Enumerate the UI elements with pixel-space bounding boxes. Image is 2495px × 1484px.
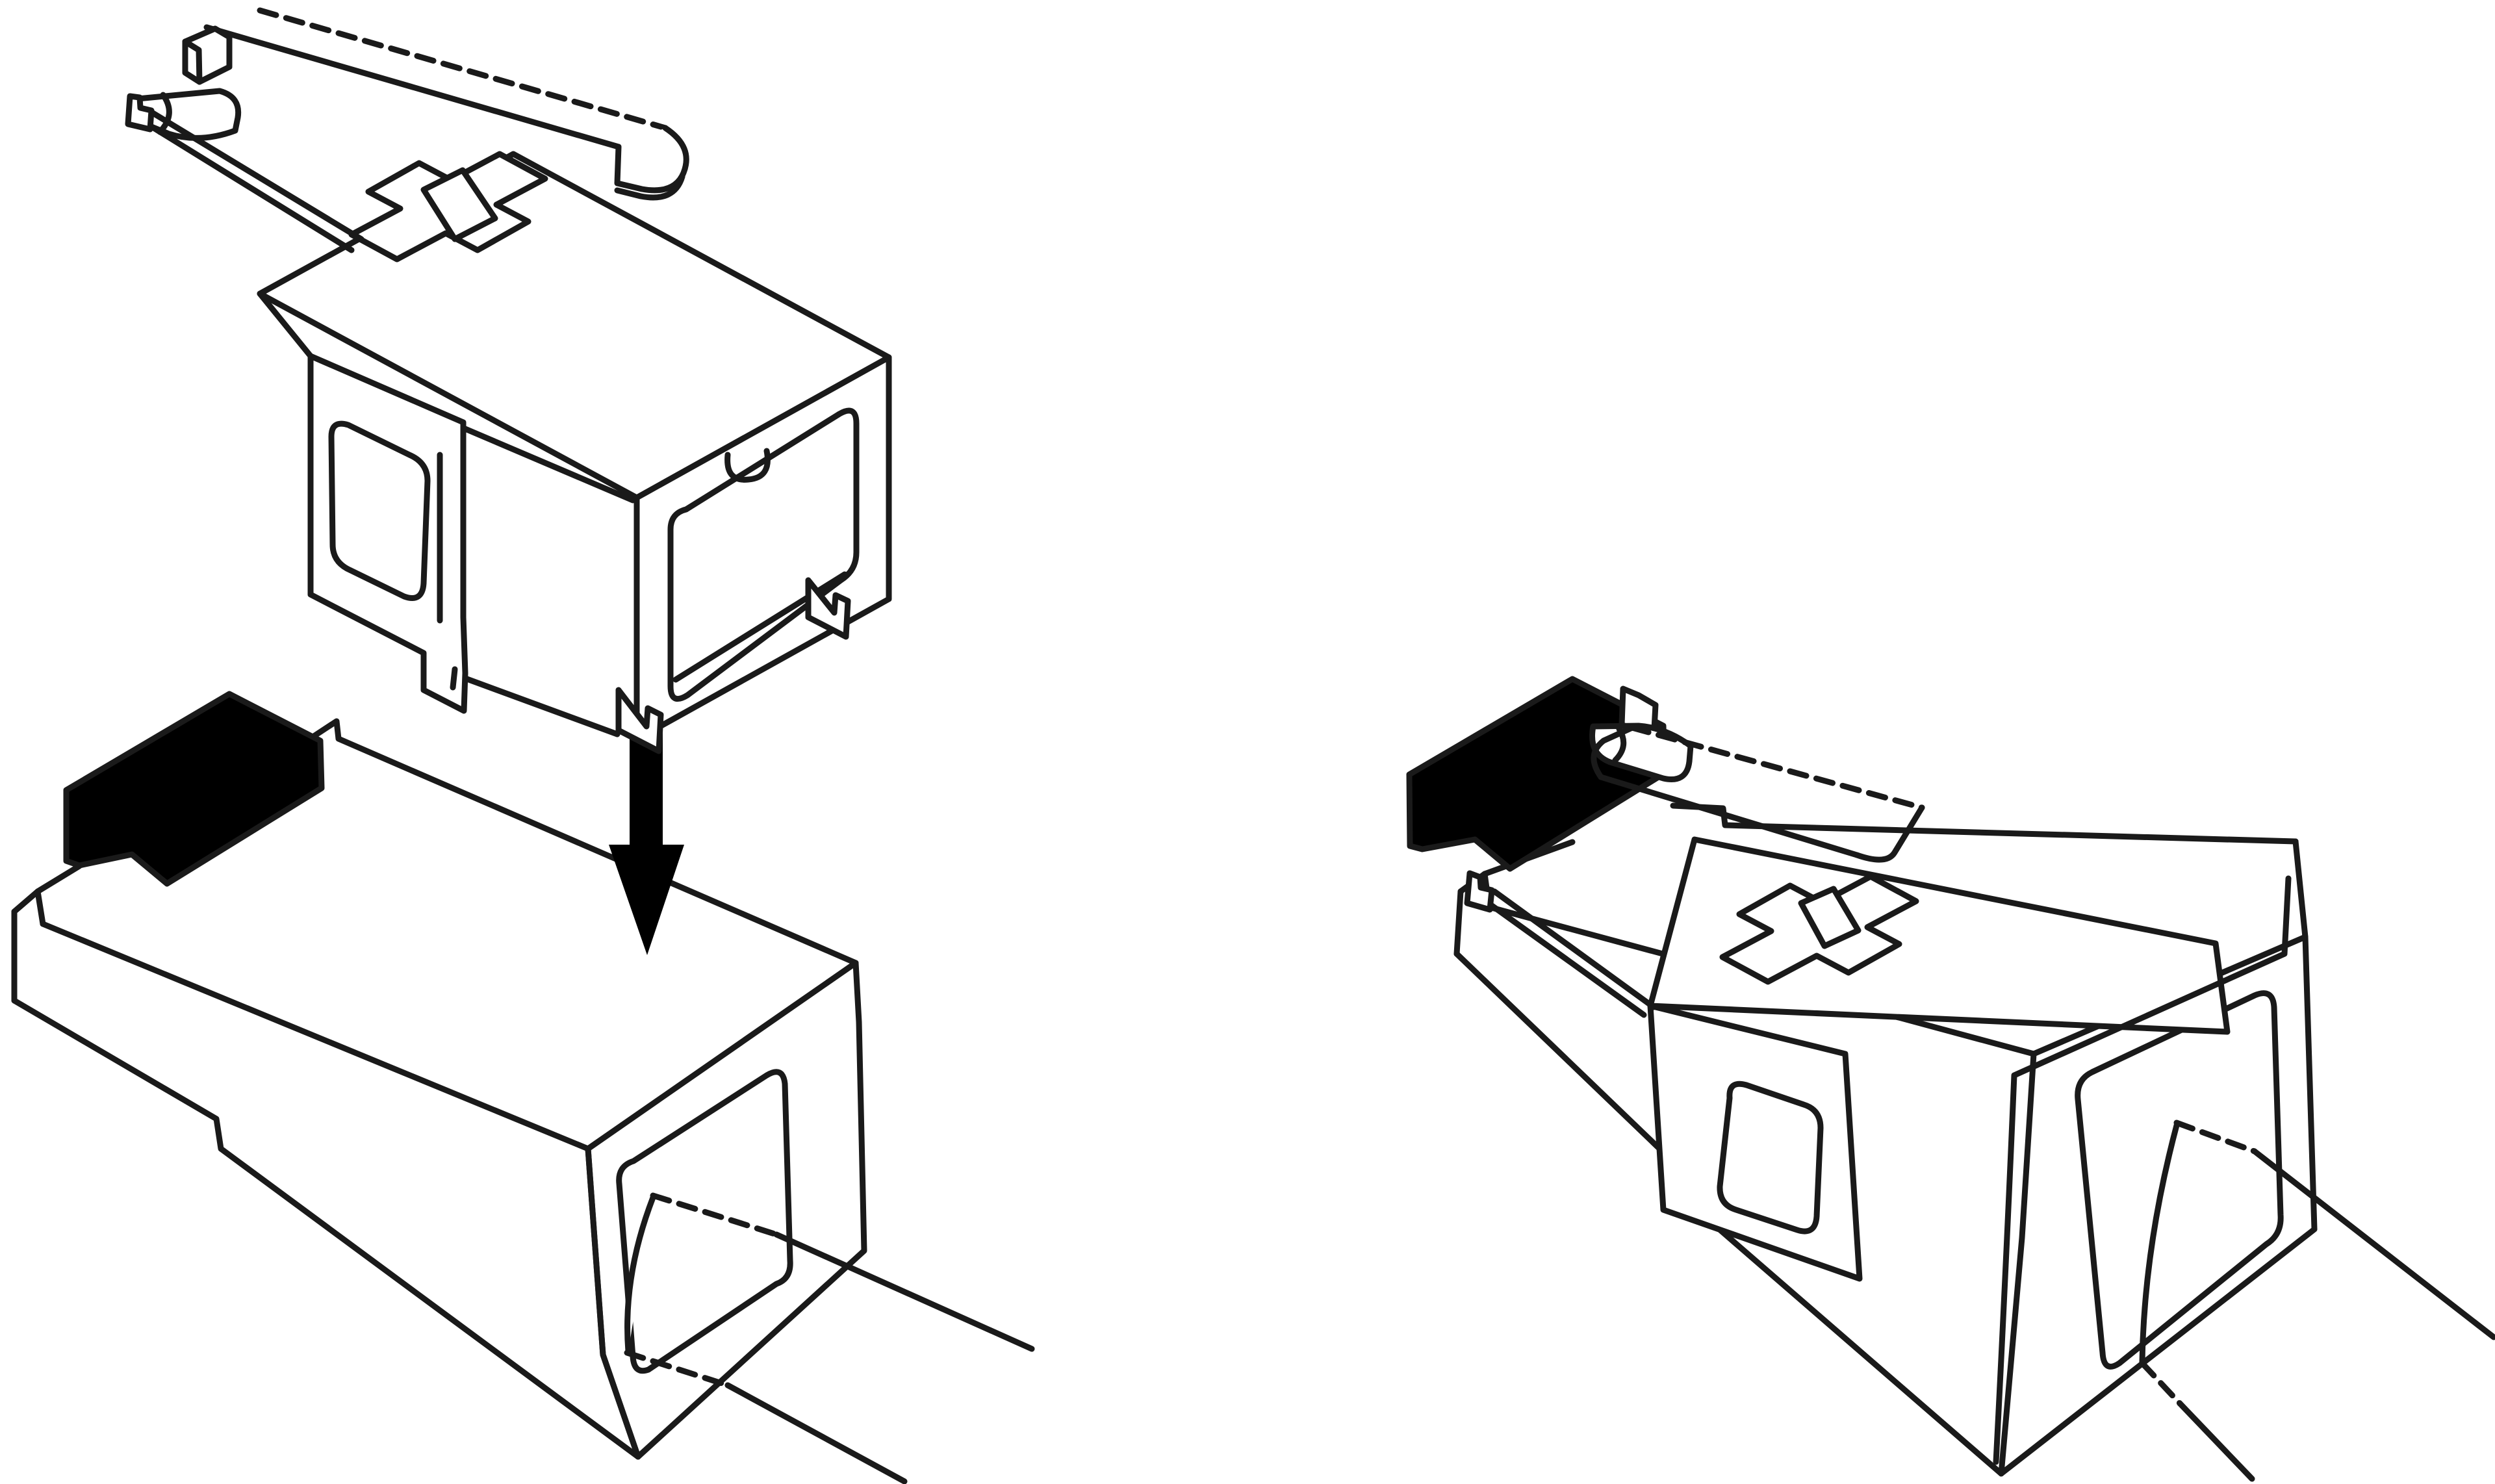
clip-arm-hook bbox=[125, 93, 155, 133]
clip-lever-left bbox=[133, 7, 689, 201]
cable-edge-hidden-top bbox=[2173, 1119, 2258, 1155]
lever-near-edge bbox=[203, 24, 622, 150]
lever-root-cap bbox=[1854, 804, 1925, 863]
cable-edge-hidden-top bbox=[650, 1192, 780, 1238]
flat-cable-right bbox=[2139, 1119, 2495, 1482]
clip-latch-nub bbox=[724, 448, 771, 483]
plug-top-far-edge-b bbox=[309, 718, 859, 966]
down-arrow bbox=[609, 733, 684, 955]
plug-top-near-edge bbox=[40, 921, 591, 1152]
rj45-plug-left bbox=[11, 718, 1035, 1484]
clip-hook-front bbox=[615, 687, 664, 754]
figure-right-assembled bbox=[1406, 676, 2495, 1482]
cable-end-curve bbox=[2139, 1122, 2180, 1365]
cable-edge-hidden-bottom bbox=[2139, 1360, 2183, 1407]
plug-left-notch bbox=[11, 888, 46, 927]
clip-lever-right bbox=[1589, 685, 1925, 863]
clip-lever-root bbox=[420, 167, 498, 242]
plug-port-opening bbox=[616, 1069, 793, 1374]
line-art bbox=[11, 7, 2495, 1484]
rj45-plug-right bbox=[1453, 802, 2495, 1482]
plug-left-edge bbox=[1453, 888, 1464, 957]
clip-leg-corner-edge bbox=[257, 290, 314, 359]
lever-near-edge bbox=[1598, 774, 1860, 858]
lever-far-edge-hidden bbox=[257, 7, 669, 131]
clip-lever-root bbox=[1798, 886, 1862, 949]
lever-post-edge bbox=[182, 38, 203, 85]
cable-edge-top bbox=[2251, 1148, 2495, 1340]
cable-end-curve bbox=[624, 1194, 656, 1355]
cable-edge-hidden-bottom bbox=[624, 1350, 731, 1388]
lever-pawl-curve bbox=[157, 92, 172, 135]
cable-edge-bottom bbox=[724, 1382, 908, 1484]
cable-edge-top bbox=[773, 1231, 1035, 1352]
clip-port-band bbox=[1993, 875, 2292, 1465]
lever-tip bbox=[1591, 724, 1635, 780]
clip-top-face bbox=[1647, 836, 2231, 1035]
clip-arm-hook bbox=[1464, 870, 1495, 913]
plug-bottom-edge bbox=[11, 997, 641, 1460]
repair-clip-right bbox=[1464, 685, 2292, 1465]
clip-foot-notch bbox=[450, 666, 458, 691]
plug-port-opening bbox=[2075, 990, 2284, 1370]
clip-arm-bottom bbox=[141, 119, 355, 253]
clip-interior-top bbox=[462, 426, 636, 504]
flat-cable-left bbox=[624, 1192, 1035, 1484]
repair-clip-left bbox=[125, 7, 892, 754]
plug-top-far-edge-a bbox=[34, 863, 83, 895]
lever-tip bbox=[614, 125, 689, 194]
cable-edge-bottom bbox=[2177, 1400, 2255, 1482]
lever-post bbox=[182, 25, 233, 85]
clip-hook-right bbox=[805, 577, 851, 640]
lever-far-edge-hidden bbox=[1629, 724, 1925, 811]
clip-leg-window bbox=[1717, 1081, 1824, 1235]
plug-port-left-edge bbox=[585, 1145, 641, 1460]
clip-arm-bottom bbox=[1483, 899, 1647, 1018]
clip-leg-window bbox=[328, 420, 431, 601]
contact-block-left bbox=[63, 691, 325, 887]
plug-port-face bbox=[1998, 934, 2318, 1477]
plug-top-right-rim bbox=[2292, 838, 2309, 940]
clip-arm-top bbox=[147, 109, 365, 242]
figure-left-exploded bbox=[11, 7, 1035, 1484]
clip-interior-bottom bbox=[462, 675, 621, 737]
plug-top-far-edge-b bbox=[1670, 802, 2299, 845]
clip-arm-top bbox=[1491, 888, 1657, 1010]
lever-tip-thickness bbox=[614, 173, 685, 201]
